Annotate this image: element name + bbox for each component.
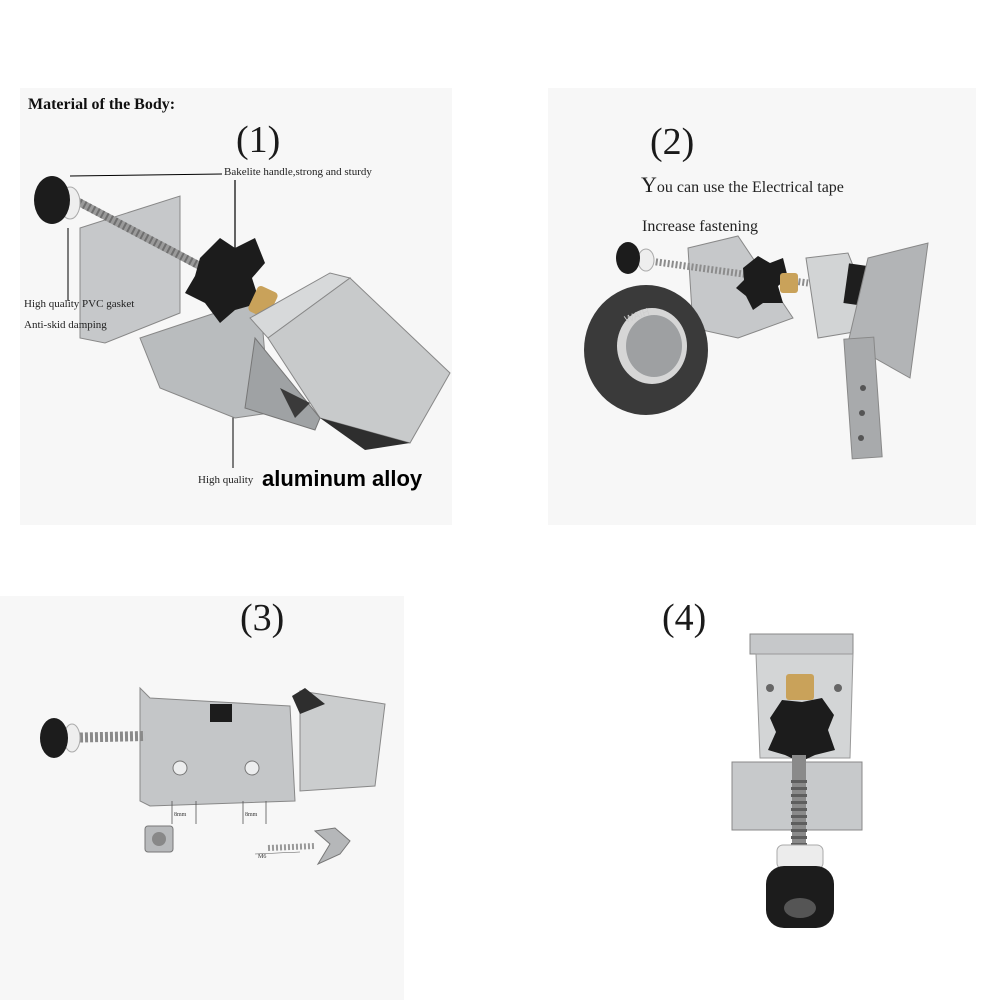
panel-number-4: (4): [662, 597, 707, 639]
photo-panel-2: WAIH (2) You can use the Electrical tape…: [548, 88, 976, 525]
dimension-label-2: 8mm: [245, 812, 258, 818]
photo-panel-3: (3) 8mm 8mm M6: [0, 596, 404, 1000]
panel-number-3: (3): [240, 597, 285, 639]
clamp-photo-1: [34, 173, 451, 468]
label-pvc-gasket: High quality PVC gasket: [24, 298, 135, 310]
label-anti-skid: Anti-skid damping: [24, 319, 107, 331]
panel-number-2: (2): [650, 121, 695, 163]
panel-number-1: (1): [236, 119, 281, 161]
material-heading: Material of the Body:: [28, 96, 176, 113]
clamp-side-photo: [40, 686, 386, 866]
bolt-size-label: M6: [258, 854, 267, 860]
photo-panel-1: Material of the Body: (1) Bakelite handl…: [20, 88, 452, 525]
clamp-with-tape-photo: WAIH: [584, 235, 929, 460]
label-bakelite-handle: Bakelite handle,strong and sturdy: [224, 166, 372, 178]
tape-caption-initial: Y: [641, 172, 657, 197]
label-high-quality: High quality: [198, 474, 254, 486]
dimension-label-1: 8mm: [174, 812, 187, 818]
tape-caption-line-2: Increase fastening: [642, 218, 758, 235]
label-aluminum-alloy: aluminum alloy: [262, 466, 423, 491]
clamp-top-photo: [731, 633, 863, 928]
photo-panel-4: (4): [570, 590, 1000, 1000]
tape-caption-line-1: You can use the Electrical tape: [641, 172, 844, 198]
tape-caption-rest: ou can use the Electrical tape: [656, 179, 844, 196]
